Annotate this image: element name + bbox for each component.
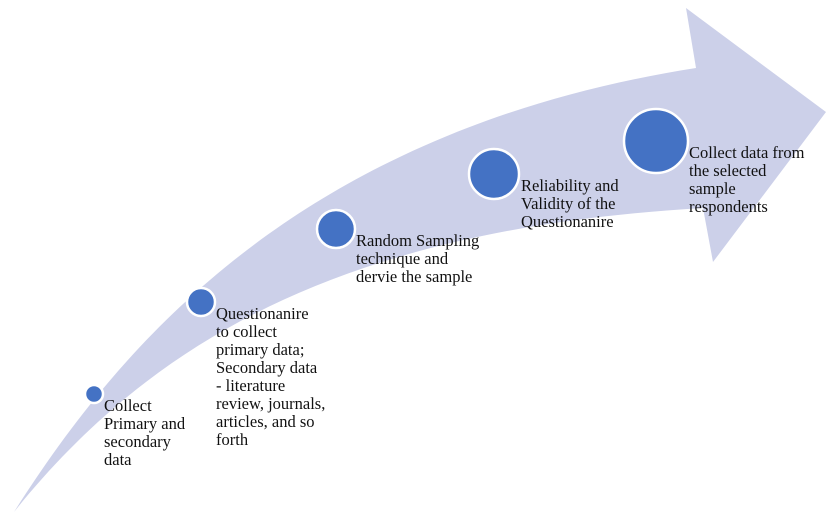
step-label-5: Collect data from the selected sample re… xyxy=(689,143,805,216)
step-label-1: Collect Primary and secondary data xyxy=(104,396,186,469)
step-node-3 xyxy=(315,208,357,250)
step-label-4: Reliability and Validity of the Question… xyxy=(521,176,619,231)
step-label-3: Random Sampling technique and dervie the… xyxy=(356,231,480,286)
step-node-4 xyxy=(467,147,521,201)
step-node-1 xyxy=(83,383,105,405)
step-label-2: Questionanire to collect primary data; S… xyxy=(216,304,326,449)
curved-arrow-shape xyxy=(14,8,826,512)
step-node-2 xyxy=(185,286,217,318)
step-node-5 xyxy=(622,107,690,175)
